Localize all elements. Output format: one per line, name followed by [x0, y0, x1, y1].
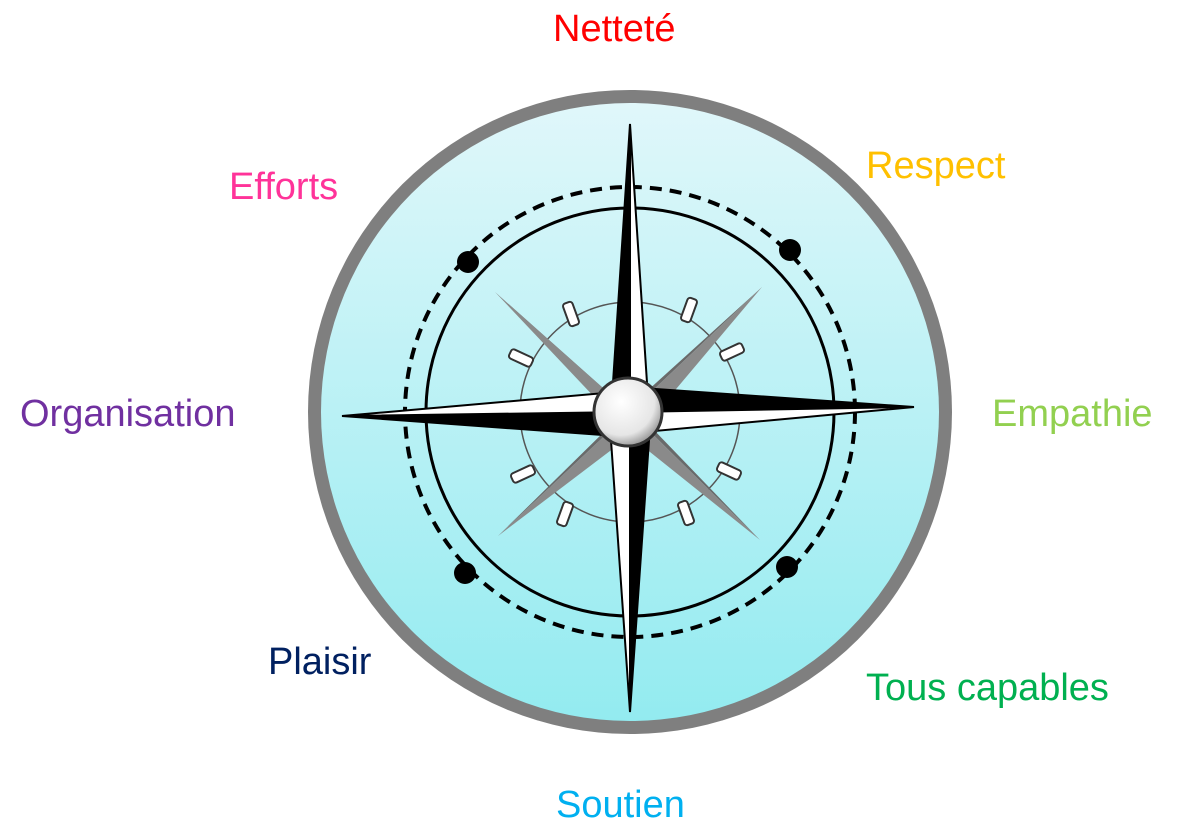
label-plaisir: Plaisir	[268, 643, 371, 681]
ring-dot-se	[776, 556, 798, 578]
label-soutien: Soutien	[556, 786, 685, 824]
label-organisation: Organisation	[20, 395, 235, 433]
label-efforts: Efforts	[229, 168, 338, 206]
ring-dot-sw	[454, 562, 476, 584]
center-hub	[594, 378, 662, 446]
ring-dot-ne	[779, 239, 801, 261]
label-empathie: Empathie	[992, 395, 1153, 433]
ring-dot-nw	[457, 251, 479, 273]
label-respect: Respect	[866, 147, 1005, 185]
label-tous-capables: Tous capables	[866, 669, 1109, 707]
label-nettete: Netteté	[553, 10, 676, 48]
